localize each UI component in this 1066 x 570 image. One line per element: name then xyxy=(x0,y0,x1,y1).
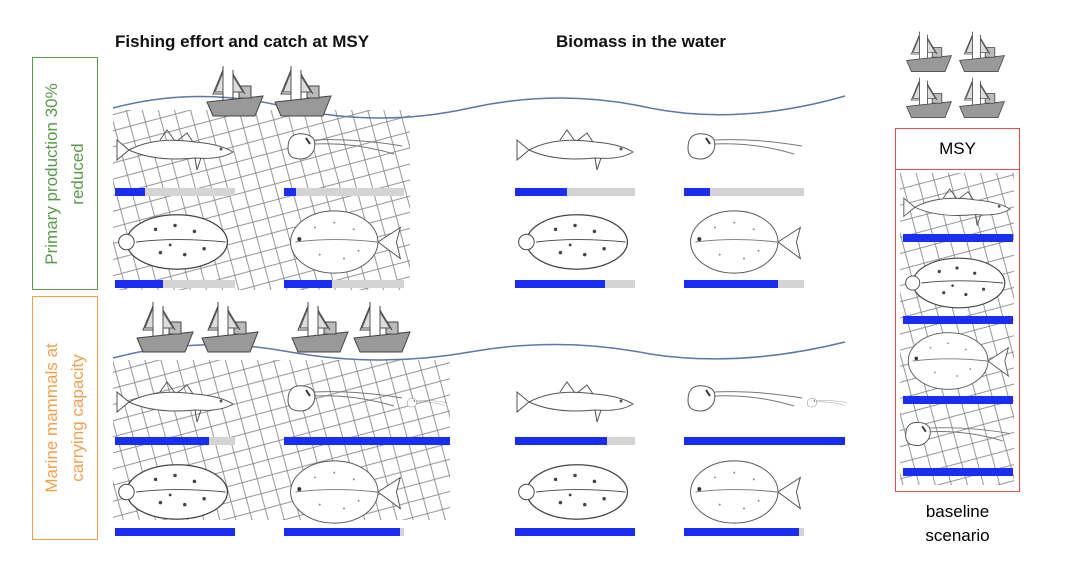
bar-fill xyxy=(115,280,163,288)
turbot-icon xyxy=(902,330,1012,392)
shrimp-icon xyxy=(284,128,404,178)
bar-fill xyxy=(515,437,608,445)
cod-icon xyxy=(115,380,235,430)
cod-icon xyxy=(902,185,1012,235)
bar-biomass-plaice xyxy=(515,528,635,536)
bar-fill xyxy=(515,528,635,536)
bar-biomass-plaice xyxy=(515,280,635,288)
bar-fill xyxy=(515,188,567,196)
bar-biomass-turbot xyxy=(684,528,804,536)
fishing-boat-icon xyxy=(352,300,412,355)
plaice-icon xyxy=(115,458,235,526)
fishing-boat-icon xyxy=(958,30,1006,74)
bar-fill xyxy=(684,188,711,196)
plaice-icon xyxy=(515,208,635,276)
bar-fill xyxy=(115,188,145,196)
baseline-caption-line2: scenario xyxy=(925,526,990,545)
bar-catch-cod xyxy=(115,188,235,196)
fishing-boat-icon xyxy=(905,76,953,120)
fishing-boat-icon xyxy=(135,300,195,355)
bar-fill xyxy=(903,316,1013,324)
bar-biomass-cod xyxy=(515,188,635,196)
cod-icon xyxy=(515,380,635,430)
fishing-boat-icon xyxy=(905,30,953,74)
fishing-boat-icon xyxy=(958,76,1006,120)
plaice-icon xyxy=(902,252,1012,314)
scenario-label-primary-production: Primary production 30% reduced xyxy=(32,57,98,290)
bar-catch-cod xyxy=(115,437,235,445)
cod-icon xyxy=(515,128,635,178)
bar-baseline-plaice xyxy=(903,316,1013,324)
heading-biomass: Biomass in the water xyxy=(556,32,727,51)
bar-biomass-shrimp xyxy=(684,437,845,445)
turbot-icon xyxy=(284,458,404,526)
bar-fill xyxy=(684,528,800,536)
bar-catch-turbot xyxy=(284,528,404,536)
bar-catch-plaice xyxy=(115,280,235,288)
bar-baseline-turbot xyxy=(903,396,1013,404)
baseline-title: MSY xyxy=(896,129,1019,170)
shrimp-icon xyxy=(684,380,804,430)
bar-fill xyxy=(903,396,1013,404)
bar-fill xyxy=(284,437,450,445)
bar-fill xyxy=(115,437,209,445)
shrimp-icon xyxy=(684,128,804,178)
bar-fill xyxy=(284,528,401,536)
cod-icon xyxy=(115,128,235,178)
bar-baseline-shrimp xyxy=(903,468,1013,476)
heading-catch: Fishing effort and catch at MSY xyxy=(115,32,370,51)
bar-fill xyxy=(684,437,845,445)
bar-baseline-cod xyxy=(903,234,1013,242)
bar-fill xyxy=(903,468,1013,476)
turbot-icon xyxy=(284,208,404,276)
bar-catch-plaice xyxy=(115,528,235,536)
plaice-icon xyxy=(515,458,635,526)
scenario-label-marine-mammals: Marine mammals at carrying capacity xyxy=(32,296,98,540)
bar-fill xyxy=(115,528,235,536)
bar-biomass-turbot xyxy=(684,280,804,288)
bar-fill xyxy=(903,234,1013,242)
bar-biomass-shrimp xyxy=(684,188,804,196)
fishing-boat-icon xyxy=(290,300,350,355)
bar-fill xyxy=(515,280,605,288)
shrimp-icon xyxy=(806,380,848,430)
plaice-icon xyxy=(115,208,235,276)
baseline-caption-line1: baseline xyxy=(925,502,990,521)
fishing-boat-icon xyxy=(205,64,265,119)
bar-catch-shrimp xyxy=(284,188,404,196)
bar-fill xyxy=(284,280,332,288)
fishing-boat-icon xyxy=(200,300,260,355)
turbot-icon xyxy=(684,208,804,276)
shrimp-icon xyxy=(406,380,448,430)
bar-fill xyxy=(284,188,296,196)
bar-biomass-cod xyxy=(515,437,635,445)
fishing-boat-icon xyxy=(273,64,333,119)
bar-catch-turbot xyxy=(284,280,404,288)
shrimp-icon xyxy=(284,380,404,430)
shrimp-icon xyxy=(902,415,1012,465)
bar-fill xyxy=(684,280,778,288)
turbot-icon xyxy=(684,458,804,526)
bar-catch-shrimp xyxy=(284,437,450,445)
